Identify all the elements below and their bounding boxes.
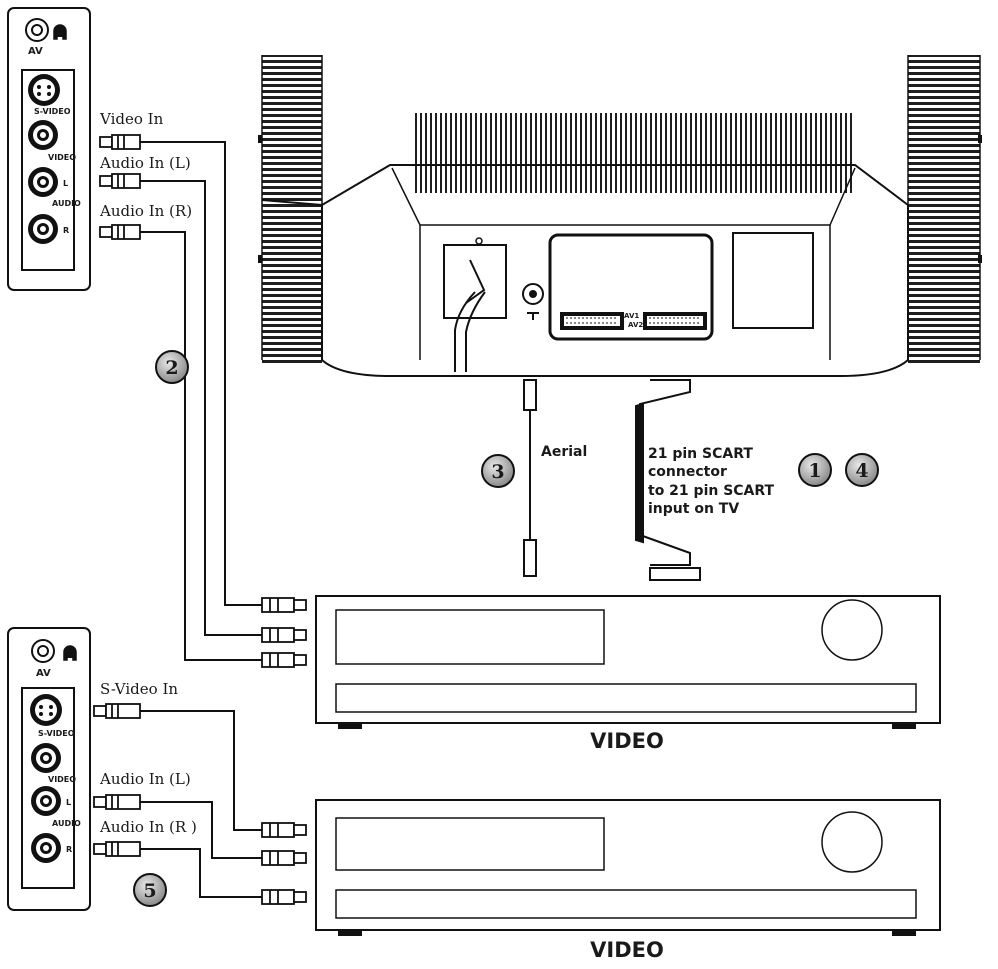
cables-bottom [140,710,262,898]
headphones-icon [53,24,67,40]
scart-socket-av2[interactable] [643,312,707,330]
cables-top [140,141,262,661]
audio-r-socket[interactable] [28,214,58,244]
av1-label: AV1 [624,312,639,320]
headphone-jack-icon [25,18,49,42]
badge-5: 5 [133,873,167,907]
scart-cable [635,379,701,581]
r-label: R [63,226,69,235]
r-label: R [66,845,72,854]
tv-label-plate [732,232,814,329]
svg-text:1: 1 [808,460,821,482]
scart-line1: 21 pin SCART [648,446,753,462]
svg-text:4: 4 [855,460,868,482]
aerial-socket-icon [522,283,544,320]
mains-cable [454,291,486,372]
badge-4: 4 [845,453,879,487]
label-audio-in-r-top: Audio In (R) [99,202,192,220]
svg-text:5: 5 [143,880,156,902]
av2-label: AV2 [628,321,643,329]
scart-line4: input on TV [648,501,739,517]
video-label: VIDEO [48,153,76,162]
aerial-cable [523,379,537,577]
label-video-in: Video In [99,110,164,128]
svideo-label: S-VIDEO [34,107,71,116]
audio-label: AUDIO [52,199,81,208]
audio-r-socket[interactable] [31,833,61,863]
label-svideo-in: S-Video In [100,680,178,698]
svg-text:2: 2 [165,357,178,379]
scart-socket-av1[interactable] [560,312,624,330]
audio-l-socket[interactable] [31,786,61,816]
badge-3: 3 [481,454,515,488]
audio-label: AUDIO [52,819,81,828]
av-panel-top: AV S-VIDEO VIDEO L AUDIO R [7,7,91,291]
svideo-socket[interactable] [28,74,60,106]
tv-rear: AV1 AV2 [258,55,982,377]
av-label: AV [28,46,43,57]
video-socket[interactable] [31,743,61,773]
aerial-label: Aerial [541,444,587,460]
scart-line3: to 21 pin SCART [648,483,775,499]
audio-l-socket[interactable] [28,167,58,197]
headphones-icon [63,645,77,661]
label-audio-in-l-top: Audio In (L) [99,154,191,172]
svideo-label: S-VIDEO [38,729,75,738]
video-recorder-top [315,595,941,729]
headphone-jack-icon [31,639,55,663]
l-label: L [63,179,68,188]
scart-line2: connector [648,464,727,480]
l-label: L [66,798,71,807]
video-label-bottom: VIDEO [590,938,664,962]
video-label-top: VIDEO [590,729,664,753]
badge-1: 1 [798,453,832,487]
video-label: VIDEO [48,775,76,784]
video-recorder-bottom [315,799,941,936]
label-audio-in-l-bottom: Audio In (L) [99,770,191,788]
rca-plugs-vcr-top [261,597,307,668]
scart-panel: AV1 AV2 [548,233,714,341]
video-socket[interactable] [28,120,58,150]
svg-text:3: 3 [491,461,504,483]
av-label: AV [36,668,51,679]
svideo-socket[interactable] [30,694,62,726]
rca-plugs-vcr-bottom [261,822,307,905]
label-audio-in-r-bottom: Audio In (R ) [99,818,197,836]
av-panel-bottom: AV S-VIDEO VIDEO L AUDIO R [7,627,91,911]
rca-plugs-panel-top [99,134,141,240]
badge-2: 2 [155,350,189,384]
rca-plugs-panel-bottom [93,703,141,857]
